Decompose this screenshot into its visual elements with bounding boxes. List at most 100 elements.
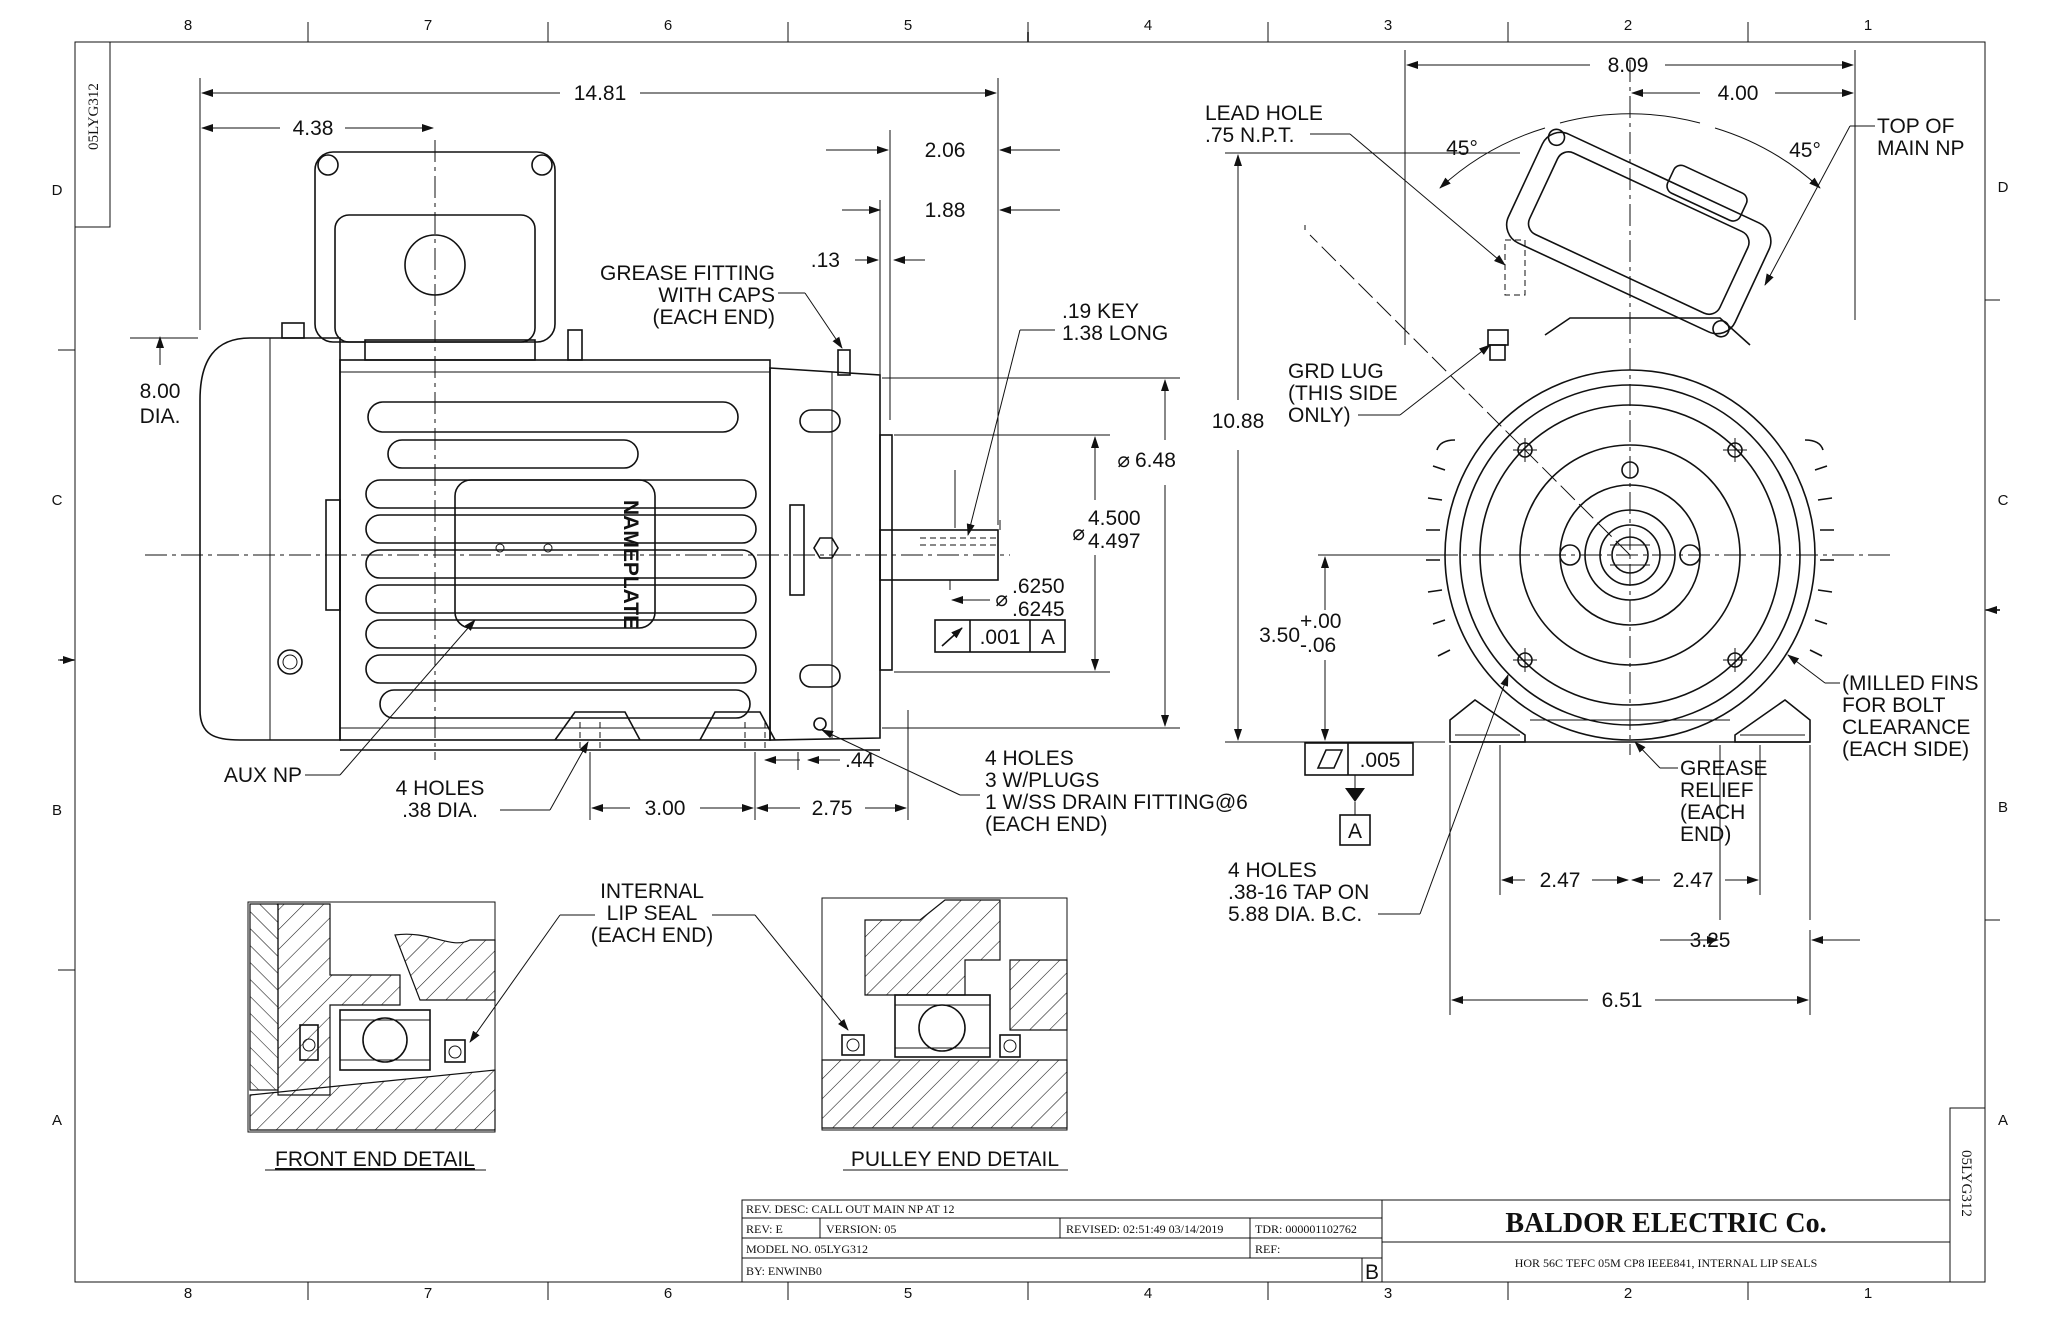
dim-3-00: 3.00 [645,797,686,820]
dim-shaft-height: 3.50 [1259,624,1300,647]
callout-drain-2: 3 W/PLUGS [985,769,1099,792]
callout-key-1: .19 KEY [1062,300,1139,323]
tb-ref: REF: [1255,1242,1280,1256]
zone-top-7: 7 [424,17,432,34]
callout-tap-2: .38-16 TAP ON [1228,881,1369,904]
zone-top-2: 2 [1624,17,1632,34]
dim-shaft-min: .6245 [1012,598,1065,621]
zone-labels: 8 7 6 5 4 3 2 1 8 7 6 5 4 3 2 1 D C B A … [52,17,2009,1302]
datum-a: A [1348,820,1362,843]
nameplate-plate [454,479,656,629]
side-tab-bottom: 05LYG312 [1949,1107,1986,1283]
zone-bottom-1: 1 [1864,1285,1872,1302]
callout-grd-3: ONLY) [1288,404,1351,427]
callout-tap-3: 5.88 DIA. B.C. [1228,903,1362,926]
callout-top-np-2: MAIN NP [1877,137,1965,160]
dim-tol-plus: +.00 [1300,610,1341,633]
dim-0-44: .44 [845,749,875,772]
svg-text:⌀: ⌀ [995,588,1008,611]
end-view-dimensions: 8.09 4.00 45° 45° 10.88 3.50 +.00 -.06 .… [1205,50,1979,1015]
zone-right-a: A [1998,1112,2008,1129]
callout-tap-1: 4 HOLES [1228,859,1317,882]
zone-left-d: D [52,182,63,199]
callout-grease-3: (EACH END) [652,306,775,329]
zone-top-8: 8 [184,17,192,34]
pulley-end-detail [821,897,1068,1131]
dim-6-51: 6.51 [1602,989,1643,1012]
callout-lead-1: LEAD HOLE [1205,102,1323,125]
side-view: NAMEPLATE [145,140,1010,760]
zone-bottom-5: 5 [904,1285,912,1302]
dim-tol-minus: -.06 [1300,634,1336,657]
zone-bottom-3: 3 [1384,1285,1392,1302]
lip-seal-callout: INTERNAL LIP SEAL (EACH END) FRONT END D… [265,880,1068,1171]
dim-2-75: 2.75 [812,797,853,820]
dim-3-25: 3.25 [1690,929,1731,952]
dim-2-06: 2.06 [925,139,966,162]
dim-8-00-dia: 8.00 [140,380,181,403]
nameplate-text: NAMEPLATE [619,500,642,629]
tb-revised: REVISED: 02:51:49 03/14/2019 [1066,1222,1223,1236]
callout-fins-2: FOR BOLT [1842,694,1946,717]
svg-text:05LYG312: 05LYG312 [1958,1150,1974,1217]
pulley-detail-title: PULLEY END DETAIL [851,1148,1059,1171]
callout-relief-4: END) [1680,823,1731,846]
tb-description: HOR 56C TEFC 05M CP8 IEEE841, INTERNAL L… [1515,1256,1818,1270]
callout-grease-1: GREASE FITTING [600,262,775,285]
tb-rev: REV: E [746,1222,783,1236]
dim-pilot-max: 4.500 [1088,507,1141,530]
callout-relief-2: RELIEF [1680,779,1754,802]
front-detail-title: FRONT END DETAIL [275,1148,475,1171]
dim-dia-label: DIA. [140,405,181,428]
callout-seal-2: LIP SEAL [607,902,698,925]
zone-left-c: C [52,492,63,509]
dim-pilot-min: 4.497 [1088,530,1141,553]
callout-drain-1: 4 HOLES [985,747,1074,770]
tb-by: BY: ENWINB0 [746,1264,822,1278]
zone-right-c: C [1998,492,2009,509]
tb-model: MODEL NO. 05LYG312 [746,1242,868,1256]
dim-shaft-max: .6250 [1012,575,1065,598]
callout-grease-2: WITH CAPS [658,284,775,307]
dim-width-8-09: 8.09 [1608,54,1649,77]
end-view [1400,60,1890,755]
svg-text:A: A [1041,626,1055,649]
zone-right-b: B [1998,799,2008,816]
zone-bottom-6: 6 [664,1285,672,1302]
runout-tolerance-frame: .001 A [934,619,1066,653]
callout-grd-1: GRD LUG [1288,360,1384,383]
title-block: REV. DESC: CALL OUT MAIN NP AT 12 REV: E… [741,1199,1951,1284]
zone-top-3: 3 [1384,17,1392,34]
tb-tdr: TDR: 000001102762 [1255,1222,1357,1236]
tb-size: B [1365,1261,1379,1284]
callout-key-2: 1.38 LONG [1062,322,1168,345]
callout-drain-3: 1 W/SS DRAIN FITTING@6 [985,791,1248,814]
callout-drain-4: (EACH END) [985,813,1108,836]
callout-top-np-1: TOP OF [1877,115,1954,138]
dim-1-88: 1.88 [925,199,966,222]
callout-seal-1: INTERNAL [600,880,704,903]
dim-overall-length: 14.81 [574,82,627,105]
callout-relief-3: (EACH [1680,801,1745,824]
callout-fins-4: (EACH SIDE) [1842,738,1969,761]
svg-text:.005: .005 [1360,749,1401,772]
svg-text:.001: .001 [980,626,1021,649]
dim-2-47-left: 2.47 [1540,869,1581,892]
zone-left-b: B [52,802,62,819]
dim-angle-right: 45° [1789,139,1821,162]
zone-left-a: A [52,1112,62,1129]
zone-top-4: 4 [1144,17,1152,34]
zone-bottom-2: 2 [1624,1285,1632,1302]
svg-text:⌀: ⌀ [1072,522,1085,545]
front-end-detail [247,901,496,1133]
tb-rev-desc: REV. DESC: CALL OUT MAIN NP AT 12 [746,1202,954,1216]
dim-angle-left: 45° [1446,137,1478,160]
tb-version: VERSION: 05 [826,1222,896,1236]
dim-height-10-88: 10.88 [1212,410,1265,433]
dim-conduit-offset: 4.38 [293,117,334,140]
dim-0-13: .13 [811,249,840,272]
dim-half-4-00: 4.00 [1718,82,1759,105]
svg-text:⌀: ⌀ [1117,449,1130,472]
callout-relief-1: GREASE [1680,757,1768,780]
